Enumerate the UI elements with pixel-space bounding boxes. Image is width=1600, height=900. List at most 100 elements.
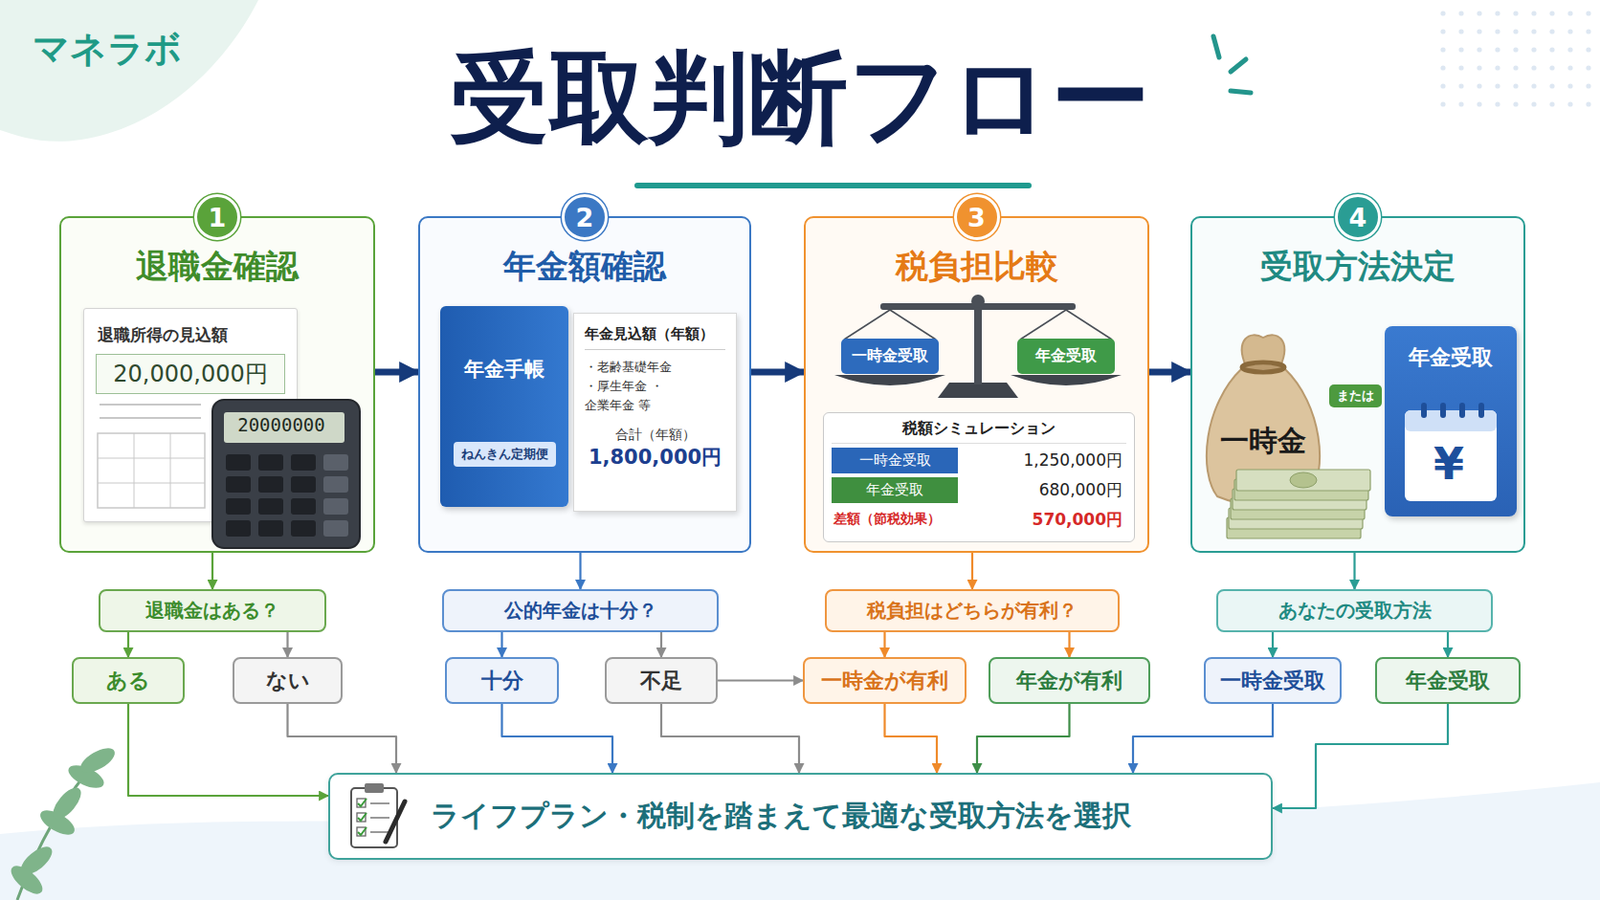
num-text: 1 <box>194 194 241 241</box>
docamt-text: 20,000,000円 <box>95 354 286 395</box>
pt-text: 一時金が有利 <box>821 666 949 696</box>
dot <box>1531 83 1536 89</box>
num-text: 4 <box>1334 194 1381 241</box>
calculator-key <box>258 476 284 493</box>
dot <box>1458 10 1464 16</box>
bookt-text: 年金手帳 <box>464 355 545 383</box>
calculator-key <box>225 520 251 537</box>
calculator-key <box>323 476 349 493</box>
form-grid-line <box>97 483 205 485</box>
dot <box>1585 28 1591 34</box>
dot <box>1549 101 1555 107</box>
pt-text: 十分 <box>481 666 524 696</box>
pension-book: 年金手帳ねんきん定期便 <box>440 306 569 508</box>
estimate-sheet: 年金見込額（年額）・老齢基礎年金 ・厚生年金 ・企業年金 等合計（年額）1,80… <box>573 312 737 512</box>
k1-text: 一時金受取 <box>831 447 958 474</box>
calculator-key <box>290 520 316 537</box>
pt-text: あなたの受取方法 <box>1278 598 1432 624</box>
head-text: 年金額確認 <box>420 244 750 289</box>
check-box <box>356 813 366 823</box>
scale-string <box>1020 310 1067 340</box>
flow-arrow <box>286 632 289 658</box>
scale-pan <box>1010 375 1122 386</box>
option-box: 不足 <box>604 657 718 705</box>
dot <box>1512 101 1518 107</box>
calendar-ring <box>1459 402 1466 419</box>
option-box: 年金が有利 <box>988 657 1151 705</box>
dot <box>1567 10 1573 16</box>
dot <box>1567 28 1573 34</box>
illustration <box>1384 326 1386 328</box>
dot <box>1549 83 1555 89</box>
dot <box>1458 65 1464 70</box>
illustration <box>1198 328 1200 330</box>
scale-base <box>937 382 1019 399</box>
check-mark <box>357 813 367 822</box>
step-panel: 2年金額確認年金手帳ねんきん定期便年金見込額（年額）・老齢基礎年金 ・厚生年金 … <box>418 216 752 554</box>
dot <box>1476 65 1482 70</box>
ttl-text: 税額シミュレーション <box>831 419 1127 445</box>
calculator-key <box>225 498 251 515</box>
k2-text: 年金受取 <box>831 477 958 504</box>
dot <box>1458 46 1464 52</box>
dot <box>1531 10 1536 16</box>
k3-text: 差額（節税効果） <box>831 507 958 533</box>
dot <box>1494 28 1500 34</box>
cardt-text: 年金受取 <box>1408 343 1493 373</box>
form-line <box>99 403 201 406</box>
clipboard-clip <box>364 783 384 794</box>
pt-text: 一時金受取 <box>1220 666 1326 696</box>
dot <box>1476 46 1482 52</box>
flow-arrow <box>1446 632 1449 658</box>
form-grid <box>97 433 205 509</box>
calculator-key <box>290 476 316 493</box>
scale-pillar <box>974 306 982 385</box>
scale-string <box>1066 310 1112 340</box>
dot <box>1440 65 1445 70</box>
num-text: 3 <box>954 194 1000 241</box>
dot <box>1494 46 1500 52</box>
psum-text: 合計（年額） <box>584 426 726 445</box>
leaf <box>76 743 119 778</box>
dot <box>1549 28 1555 34</box>
dot <box>1549 46 1555 52</box>
clipboard <box>351 788 398 848</box>
pt-text: 退職金はある？ <box>145 598 280 624</box>
calendar-ring <box>1440 402 1446 419</box>
money-bag: 一時金 <box>1198 328 1329 512</box>
decision-box: 公的年金は十分？ <box>442 589 719 633</box>
flow-arrow <box>717 679 803 682</box>
pen <box>385 801 405 843</box>
fint-text: ライフプラン・税制を踏まえて最適な受取方法を選択 <box>430 797 1132 837</box>
pt-text: 不足 <box>640 666 683 696</box>
flow-arrow <box>502 704 614 774</box>
flow-arrow <box>288 704 398 774</box>
illustration <box>805 218 807 220</box>
option-box: ある <box>71 657 185 705</box>
accent-stroke <box>1230 90 1251 93</box>
dot <box>1585 10 1591 16</box>
flow-arrow <box>751 369 804 377</box>
flow-arrow <box>1272 704 1448 809</box>
dot <box>1440 10 1445 16</box>
calculator-key <box>323 498 349 515</box>
dot <box>1512 10 1518 16</box>
dot <box>1494 10 1500 16</box>
yen-symbol: ¥ <box>1402 431 1495 497</box>
dot <box>1585 101 1591 107</box>
calculator-key <box>225 476 251 493</box>
form-grid-line <box>133 433 135 509</box>
dot <box>1476 101 1482 107</box>
pt-text: 税負担はどちらが有利？ <box>866 598 1078 624</box>
calculator-key <box>258 520 284 537</box>
plant-illustration <box>6 743 119 900</box>
decision-box: あなたの受取方法 <box>1216 589 1493 633</box>
dot <box>1440 101 1445 107</box>
form-grid-line <box>97 458 205 460</box>
flow-arrow <box>211 553 214 590</box>
accent-stroke <box>1230 59 1246 72</box>
dot <box>1549 10 1555 16</box>
leaf <box>6 861 47 900</box>
flow-arrow <box>1149 369 1191 377</box>
accent-stroke <box>1213 36 1220 58</box>
